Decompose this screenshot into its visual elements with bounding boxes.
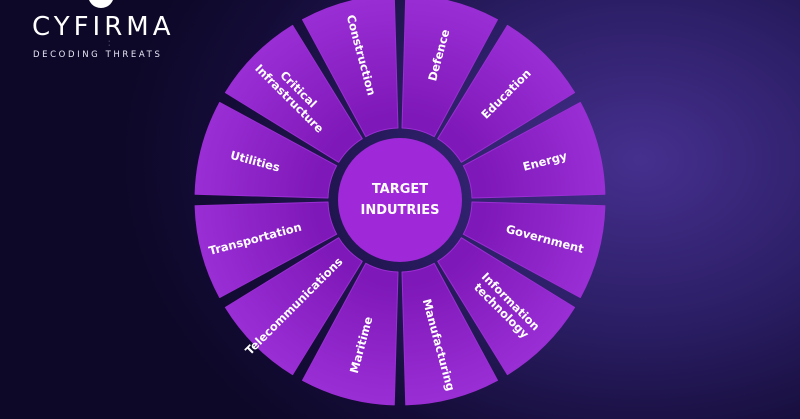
logo-tagline: DECODING THREATS — [33, 50, 163, 60]
center-title-line-1: TARGET — [372, 182, 428, 197]
industry-segment — [462, 201, 606, 299]
cyfirma-logo: CYFIRMA ·· DECODING THREATS — [0, 0, 200, 70]
logo-divider-dots-icon: ·· — [108, 38, 111, 49]
industry-segment — [301, 262, 399, 406]
industry-segment — [437, 24, 576, 163]
industry-segment — [224, 24, 363, 163]
industry-segment — [462, 101, 606, 199]
industry-segment — [224, 237, 363, 376]
logo-circle-mark — [88, 0, 114, 8]
industry-segment — [301, 0, 399, 138]
center-title-line-2: INDUTRIES — [360, 203, 439, 218]
center-hub — [338, 138, 462, 262]
industry-segment — [194, 201, 338, 299]
industry-segment — [401, 0, 499, 138]
industry-segment — [401, 262, 499, 406]
industry-segment — [194, 101, 338, 199]
industry-segment — [437, 237, 576, 376]
logo-wordmark: CYFIRMA — [32, 12, 175, 42]
